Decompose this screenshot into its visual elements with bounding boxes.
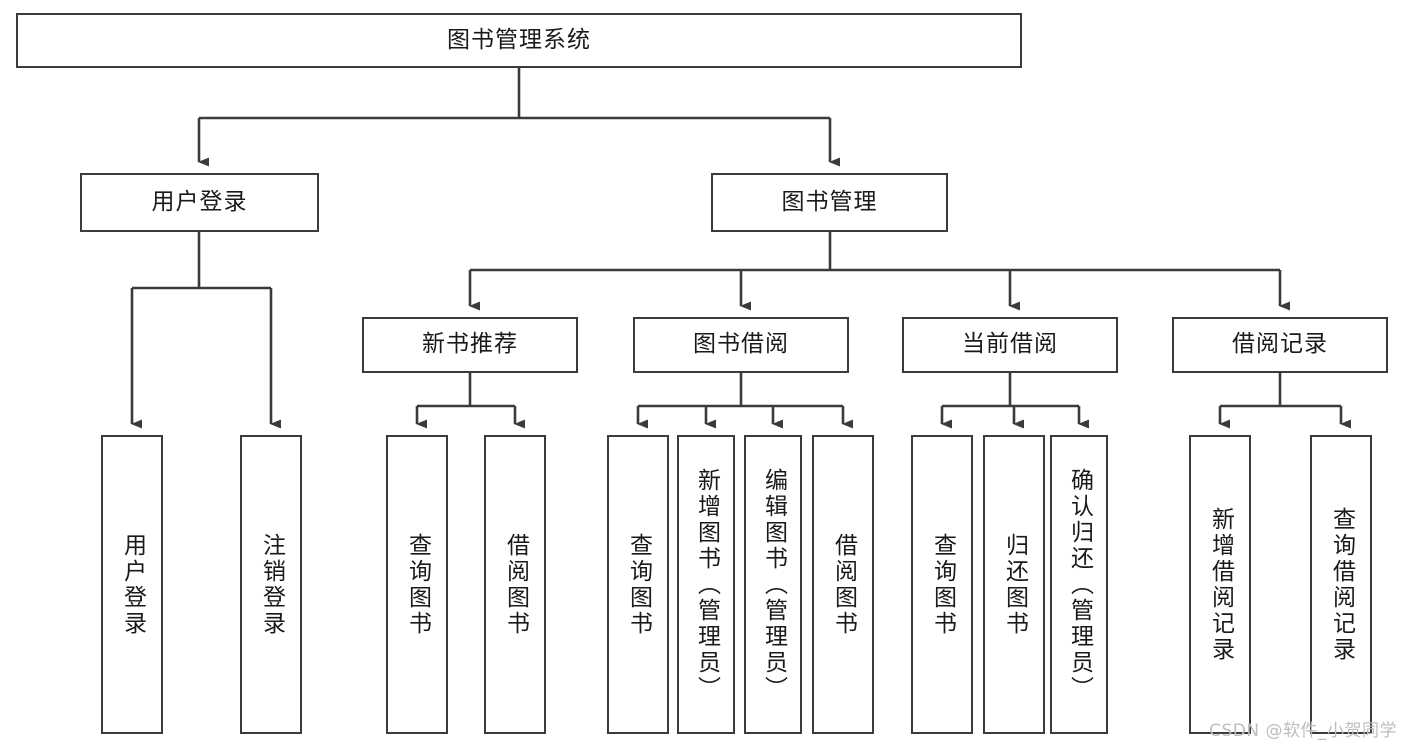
node-leaf-query-book-3-label: 查询图书 — [929, 532, 956, 637]
node-new-book-rec-label: 新书推荐 — [422, 331, 518, 358]
node-leaf-add-record-label: 新增借阅记录 — [1207, 506, 1234, 663]
node-leaf-user-login[interactable]: 用户登录 — [101, 435, 163, 734]
node-root-label: 图书管理系统 — [447, 26, 591, 53]
node-leaf-borrow-book-1-label: 借阅图书 — [502, 532, 529, 637]
node-leaf-edit-book-label: 编辑图书（管理员） — [760, 467, 787, 702]
node-leaf-query-record-label: 查询借阅记录 — [1328, 506, 1355, 663]
node-leaf-return-book[interactable]: 归还图书 — [983, 435, 1045, 734]
node-leaf-borrow-book-1[interactable]: 借阅图书 — [484, 435, 546, 734]
node-leaf-add-record[interactable]: 新增借阅记录 — [1189, 435, 1251, 734]
node-current-borrow-label: 当前借阅 — [962, 331, 1058, 358]
node-leaf-user-login-label: 用户登录 — [119, 532, 146, 637]
node-leaf-query-book-2-label: 查询图书 — [625, 532, 652, 637]
node-leaf-borrow-book-2[interactable]: 借阅图书 — [812, 435, 874, 734]
node-leaf-query-record[interactable]: 查询借阅记录 — [1310, 435, 1372, 734]
node-new-book-rec[interactable]: 新书推荐 — [362, 317, 578, 373]
node-leaf-add-book[interactable]: 新增图书（管理员） — [677, 435, 735, 734]
node-user-login-label: 用户登录 — [151, 188, 248, 215]
node-leaf-query-book-3[interactable]: 查询图书 — [911, 435, 973, 734]
node-book-manage-label: 图书管理 — [781, 188, 878, 215]
node-leaf-borrow-book-2-label: 借阅图书 — [830, 532, 857, 637]
node-leaf-confirm-return[interactable]: 确认归还（管理员） — [1050, 435, 1108, 734]
node-borrow-record-label: 借阅记录 — [1232, 331, 1328, 358]
node-borrow-record[interactable]: 借阅记录 — [1172, 317, 1388, 373]
node-book-borrow[interactable]: 图书借阅 — [633, 317, 849, 373]
node-user-login[interactable]: 用户登录 — [80, 173, 319, 232]
node-leaf-query-book-2[interactable]: 查询图书 — [607, 435, 669, 734]
node-leaf-return-book-label: 归还图书 — [1001, 532, 1028, 637]
node-current-borrow[interactable]: 当前借阅 — [902, 317, 1118, 373]
node-leaf-user-logout[interactable]: 注销登录 — [240, 435, 302, 734]
node-leaf-query-book-1[interactable]: 查询图书 — [386, 435, 448, 734]
node-leaf-user-logout-label: 注销登录 — [258, 532, 285, 637]
csdn-watermark: CSDN @软件_小贺同学 — [1209, 721, 1397, 741]
node-leaf-add-book-label: 新增图书（管理员） — [693, 467, 720, 702]
node-book-borrow-label: 图书借阅 — [693, 331, 789, 358]
node-root[interactable]: 图书管理系统 — [16, 13, 1022, 68]
node-leaf-edit-book[interactable]: 编辑图书（管理员） — [744, 435, 802, 734]
node-leaf-query-book-1-label: 查询图书 — [404, 532, 431, 637]
node-leaf-confirm-return-label: 确认归还（管理员） — [1066, 467, 1093, 702]
node-book-manage[interactable]: 图书管理 — [711, 173, 948, 232]
